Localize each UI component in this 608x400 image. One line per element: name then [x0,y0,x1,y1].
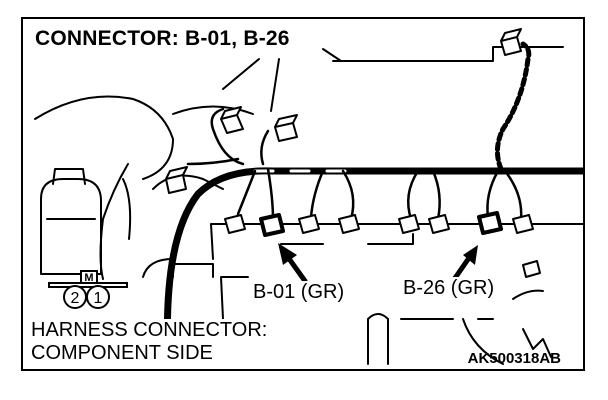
branch-upper-3 [186,157,240,166]
branch-1 [236,169,257,216]
branch-b01 [266,167,275,221]
symbol-tag: M [84,272,93,284]
caption-line-2: COMPONENT SIDE [31,342,213,364]
branch-6 [503,169,523,221]
engine-lower-curve [142,258,174,278]
connector-row-6 [428,214,450,234]
reservoir-bottle [40,178,102,275]
upper-wire [495,41,532,172]
callout-line-2 [270,58,280,112]
right-hose [512,289,544,300]
engine-outline-1 [34,95,174,180]
engine-outline-5 [172,105,254,115]
connector-row-1 [224,214,246,234]
label-b26: B-26 (GR) [401,277,497,299]
engine-outline-3 [122,178,132,240]
branch-5 [431,169,441,221]
figure-code: AK500318AB [467,350,561,367]
caption-line-1: HARNESS CONNECTOR: [31,319,268,341]
connector-upper-1 [220,106,244,134]
callout-line-1 [222,58,260,90]
bracket-edge [322,48,342,62]
arrow-b01-head [278,243,297,265]
engine-lower-1 [172,263,214,278]
engine-lower-edge [210,223,583,260]
connector-row-3 [298,214,320,234]
connector-b01 [259,213,285,237]
symbol-pin-2-label: 2 [71,290,80,307]
bottom-component [367,313,389,365]
arrow-b26-shaft [450,252,474,284]
branch-2 [309,169,325,219]
main-harness [163,167,583,363]
bottom-curve [462,318,504,365]
connector-b26 [477,211,503,235]
caption: HARNESS CONNECTOR: COMPONENT SIDE [31,319,272,365]
diagram-frame: M 2 1 CONNECTOR: B-01, B-26 B-01 (GR) B-… [21,17,585,371]
symbol-pin-1-label: 1 [94,290,103,307]
connector-right-lower [522,260,541,278]
engine-ribs [280,233,414,245]
connector-left [165,166,188,194]
engine-harness-illustration: M 2 1 [34,28,583,365]
connector-top-right [500,28,522,56]
branch-4 [406,169,420,221]
diagram-title: CONNECTOR: B-01, B-26 [35,27,294,51]
label-b01: B-01 (GR) [251,281,347,303]
arrow-b26-head [463,245,478,265]
connector-row-5 [398,214,420,234]
branch-3 [341,169,355,221]
branch-b26 [486,169,500,219]
connector-row-8 [512,214,534,234]
reservoir-cap [52,168,86,185]
bottom-wire-clip [522,328,552,358]
connector-row-4 [338,214,360,234]
branch-upper-2 [260,129,270,166]
symbol-pin-1 [86,285,110,309]
engine-lower-2 [220,276,249,320]
connector-upper-2 [274,114,298,142]
symbol-rail [48,282,128,288]
